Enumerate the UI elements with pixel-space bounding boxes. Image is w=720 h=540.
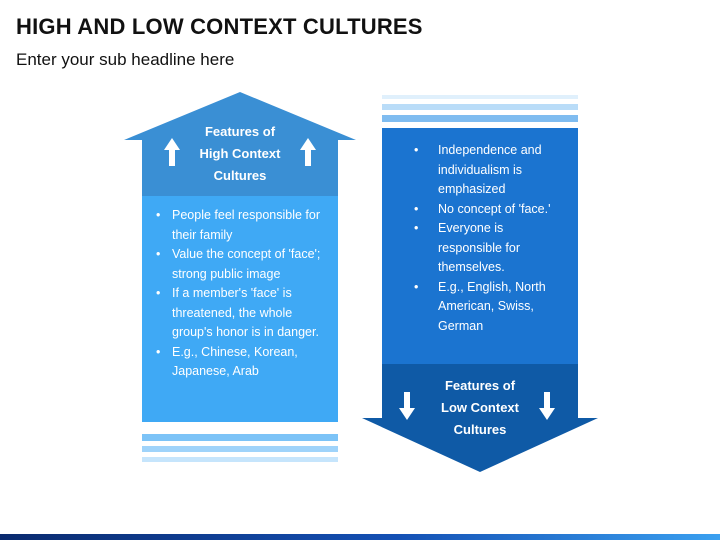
high-context-label-line: High Context (199, 146, 281, 161)
page-subtitle: Enter your sub headline here (16, 50, 235, 69)
list-item: Value the concept of 'face'; strong publ… (152, 245, 332, 284)
high-context-band (142, 457, 338, 462)
low-context-label-line: Low Context (441, 400, 519, 415)
high-context-label: Features of High Context Cultures (180, 121, 300, 187)
low-context-arrow-head (362, 364, 598, 472)
low-context-label-line: Features of (444, 378, 516, 393)
list-item: E.g., Chinese, Korean, Japanese, Arab (152, 343, 332, 382)
low-context-list: Independence and individualism is emphas… (408, 141, 558, 336)
high-context-label-line: Features of (204, 124, 276, 139)
arrow-down-icon (399, 392, 415, 420)
low-context-label: Features of Low Context Cultures (420, 375, 540, 441)
high-context-arrow-head (124, 92, 356, 196)
list-item: People feel responsible for their family (152, 206, 332, 245)
arrow-up-icon (300, 138, 316, 166)
high-context-label-line: Cultures (213, 168, 267, 183)
arrow-down-icon (539, 392, 555, 420)
list-item: Independence and individualism is emphas… (408, 141, 558, 200)
low-context-band (382, 104, 578, 110)
footer-bar (0, 534, 720, 540)
low-context-label-line: Cultures (453, 422, 507, 437)
page-title: HIGH AND LOW CONTEXT CULTURES (16, 14, 423, 39)
list-item: No concept of 'face.' (408, 200, 558, 220)
low-context-band (382, 115, 578, 122)
list-item: If a member's 'face' is threatened, the … (152, 284, 332, 343)
high-context-band (142, 446, 338, 452)
arrow-up-icon (164, 138, 180, 166)
list-item: Everyone is responsible for themselves. (408, 219, 558, 278)
high-context-list: People feel responsible for their family… (152, 206, 332, 382)
high-context-band (142, 434, 338, 441)
list-item: E.g., English, North American, Swiss, Ge… (408, 278, 558, 337)
low-context-band (382, 95, 578, 99)
